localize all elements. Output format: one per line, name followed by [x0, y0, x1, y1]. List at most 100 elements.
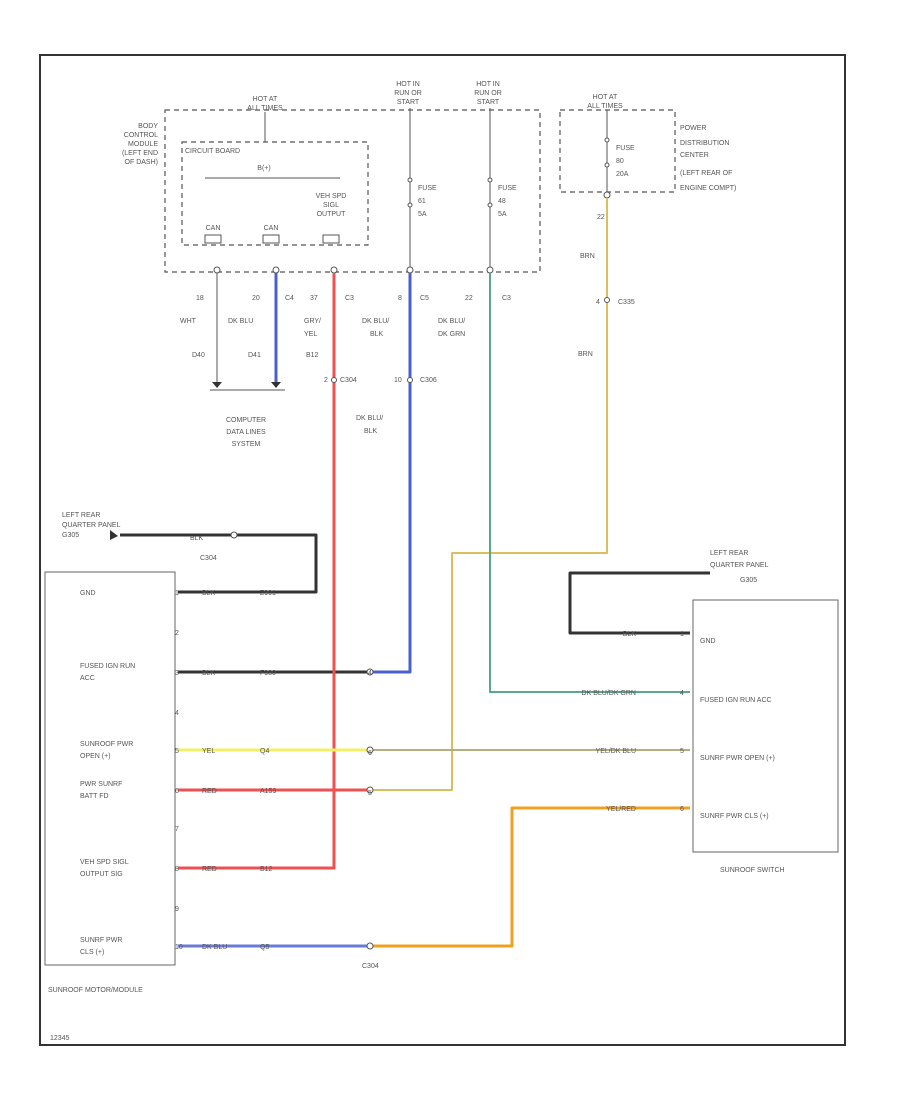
- circuit-d41: D41: [248, 352, 261, 359]
- can1-driver: [204, 234, 222, 244]
- veh-spd-label-1: VEH SPD: [316, 193, 347, 200]
- svg-text:START: START: [397, 99, 420, 106]
- svg-text:CONTROL: CONTROL: [124, 132, 158, 139]
- splice-c335-pin: 4: [596, 299, 600, 306]
- c304-connector-pin: [366, 668, 374, 676]
- svg-text:HOT IN: HOT IN: [396, 81, 420, 88]
- bcm-hot-2: ALL TIMES: [247, 105, 283, 112]
- module-pin-number: 1: [175, 590, 179, 597]
- wire-color-37-b: YEL: [304, 331, 317, 338]
- svg-text:HOT IN: HOT IN: [476, 81, 500, 88]
- pin-label-37: 37: [310, 295, 318, 302]
- pdc-fuse-bottom: [604, 162, 610, 168]
- svg-text:ENGINE COMPT): ENGINE COMPT): [680, 185, 736, 192]
- cdl-arrow-2: [271, 382, 281, 388]
- sunroof-module-box: [44, 571, 176, 966]
- splice-c306: C306: [420, 377, 437, 384]
- wire-color-8-b: BLK: [370, 331, 384, 338]
- c304-pin-a: 4: [368, 670, 372, 677]
- wire-batt-tan: [372, 198, 608, 791]
- bcm-pin-37: [330, 266, 338, 274]
- fuse-b-bottom: [487, 202, 493, 208]
- module-conn-label: C304: [362, 963, 379, 970]
- splice-dot: [331, 377, 337, 383]
- svg-text:DATA LINES: DATA LINES: [226, 429, 266, 436]
- module-pin-label: FUSED IGN RUN: [80, 663, 135, 670]
- switch-wire-color: YEL/RED: [606, 806, 636, 813]
- module-pin-label: OPEN (+): [80, 753, 111, 760]
- module-pin-label: SUNRF PWR: [80, 937, 122, 944]
- svg-text:RUN OR: RUN OR: [394, 90, 422, 97]
- wire-color-8-a: DK BLU/: [362, 318, 389, 325]
- circuit-board-box: [181, 141, 369, 246]
- module-wire-color: BLK: [202, 670, 216, 677]
- module-pin-number: 5: [175, 748, 179, 755]
- module-pin-number: 7: [175, 826, 179, 833]
- module-pin-number: 8: [175, 866, 179, 873]
- pin-label-22: 22: [465, 295, 473, 302]
- module-wire-color: RED: [202, 788, 217, 795]
- conn-c4: C4: [285, 295, 294, 302]
- sunroof-switch-box: [692, 599, 839, 853]
- svg-text:FUSE: FUSE: [498, 185, 517, 192]
- hot-run-start-1: HOT IN RUN OR START: [394, 81, 422, 106]
- svg-text:48: 48: [498, 198, 506, 205]
- svg-text:LEFT REAR: LEFT REAR: [62, 512, 100, 519]
- c304-connector-pin: [366, 786, 374, 794]
- wire-ground-left: [120, 533, 318, 594]
- fuse-a-label: FUSE 61 5A: [418, 185, 437, 218]
- svg-text:5A: 5A: [418, 211, 427, 218]
- svg-text:COMPUTER: COMPUTER: [226, 417, 266, 424]
- fuse-b-top: [487, 177, 493, 183]
- module-pin-number: 3: [175, 670, 179, 677]
- svg-text:RUN OR: RUN OR: [474, 90, 502, 97]
- veh-spd-label-2: SIGL: [323, 202, 339, 209]
- bcm-pin-18: [213, 266, 221, 274]
- module-pin-label: BATT FD: [80, 793, 109, 800]
- c304-pin-b: 6: [368, 750, 372, 757]
- svg-text:BODY: BODY: [138, 123, 158, 130]
- pin-label-8: 8: [398, 295, 402, 302]
- switch-pin-number: 5: [680, 748, 684, 755]
- diagram-frame: [39, 54, 846, 1046]
- pdc-fuse-top: [604, 137, 610, 143]
- svg-text:POWER: POWER: [680, 125, 706, 132]
- switch-pin-number: 4: [680, 690, 684, 697]
- conn-c3-a: C3: [345, 295, 354, 302]
- hot-run-start-2: HOT IN RUN OR START: [474, 81, 502, 106]
- can2-driver: [262, 234, 280, 244]
- svg-text:G305: G305: [740, 577, 757, 584]
- pdc-fuse-label: FUSE 80 20A: [616, 145, 635, 178]
- bcm-pin-20: [272, 266, 280, 274]
- bcm-hot-1: HOT AT: [253, 96, 278, 103]
- ground-left-label: LEFT REAR QUARTER PANEL G305: [62, 512, 121, 539]
- fuse-a-bottom: [407, 202, 413, 208]
- switch-wire-color: BLK: [623, 631, 637, 638]
- pdc-label: POWER DISTRIBUTION CENTER (LEFT REAR OF …: [680, 125, 736, 192]
- pdc-hot-2: ALL TIMES: [587, 103, 623, 110]
- svg-text:61: 61: [418, 198, 426, 205]
- svg-text:CENTER: CENTER: [680, 152, 709, 159]
- wire-color-22-b: DK GRN: [438, 331, 465, 338]
- wire-label-dkblu-1: DK BLU/: [356, 415, 383, 422]
- module-pin-label: OUTPUT SIG: [80, 871, 123, 878]
- bcm-label: BODY CONTROL MODULE (LEFT END OF DASH): [122, 123, 158, 166]
- splice-dot: [407, 377, 413, 383]
- wire-color-22-a: DK BLU/: [438, 318, 465, 325]
- svg-text:20A: 20A: [616, 171, 629, 178]
- module-wire-circuit: B12: [260, 866, 273, 873]
- circuit-d40: D40: [192, 352, 205, 359]
- circuit-board-label: CIRCUIT BOARD: [185, 148, 240, 155]
- pdc-enclosure: [559, 109, 676, 193]
- can2-label: CAN: [264, 225, 279, 232]
- splice-c335: C335: [618, 299, 635, 306]
- veh-spd-driver: [322, 234, 340, 244]
- bcm-pin-22: [486, 266, 494, 274]
- svg-text:DISTRIBUTION: DISTRIBUTION: [680, 140, 729, 147]
- switch-pin-label: FUSED IGN RUN ACC: [700, 697, 772, 704]
- ground-left-conn: C304: [200, 555, 217, 562]
- module-wire-circuit: A159: [260, 788, 276, 795]
- svg-text:QUARTER PANEL: QUARTER PANEL: [710, 562, 769, 569]
- module-pin-label: GND: [80, 590, 96, 597]
- conn-c3-b: C3: [502, 295, 511, 302]
